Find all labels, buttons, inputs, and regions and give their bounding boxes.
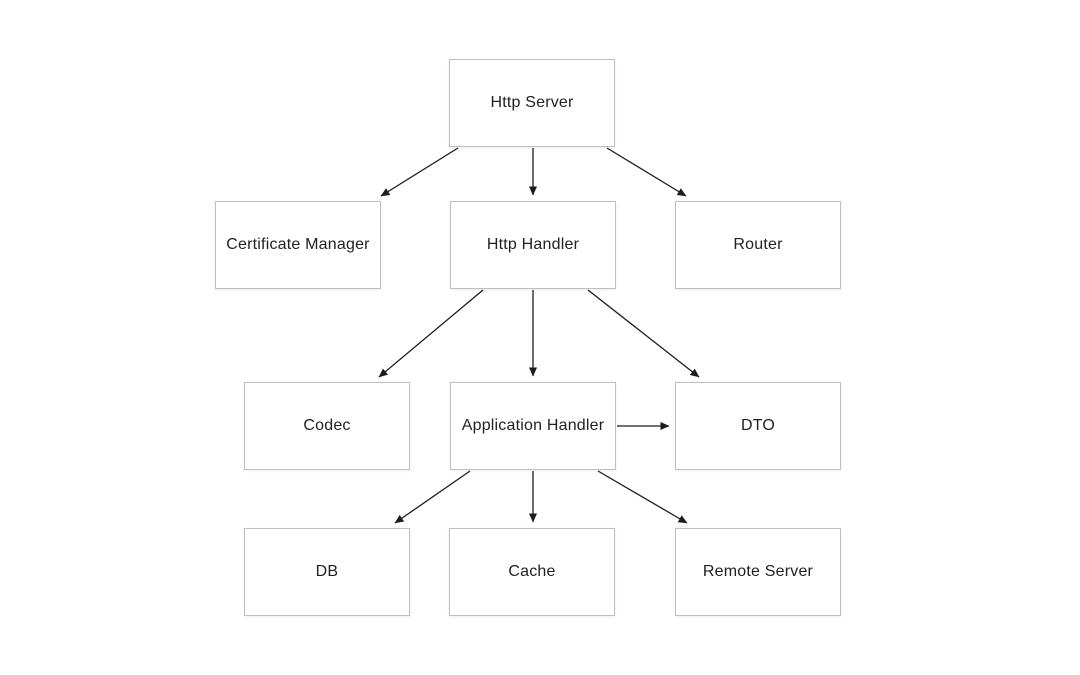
node-cache: Cache xyxy=(449,528,615,616)
node-application-handler: Application Handler xyxy=(450,382,616,470)
node-remote-server-label: Remote Server xyxy=(702,563,814,580)
node-db: DB xyxy=(244,528,410,616)
node-cache-label: Cache xyxy=(508,563,556,580)
node-db-label: DB xyxy=(315,563,339,580)
node-http-server-label: Http Server xyxy=(490,94,574,111)
node-http-handler-label: Http Handler xyxy=(486,236,580,253)
edge-application-handler-to-remote-server xyxy=(597,470,688,524)
node-codec-label: Codec xyxy=(303,417,351,434)
node-remote-server: Remote Server xyxy=(675,528,841,616)
node-http-server: Http Server xyxy=(449,59,615,147)
node-certificate-manager-label: Certificate Manager xyxy=(226,236,370,253)
edge-http-handler-to-dto xyxy=(587,289,700,378)
node-certificate-manager: Certificate Manager xyxy=(215,201,381,289)
node-dto: DTO xyxy=(675,382,841,470)
node-router-label: Router xyxy=(733,236,783,253)
node-dto-label: DTO xyxy=(740,417,776,434)
edge-http-server-to-certificate-manager xyxy=(380,147,459,197)
edge-http-handler-to-codec xyxy=(378,289,484,378)
edge-http-server-to-router xyxy=(606,147,687,197)
node-application-handler-label: Application Handler xyxy=(461,417,605,434)
node-codec: Codec xyxy=(244,382,410,470)
node-http-handler: Http Handler xyxy=(450,201,616,289)
edge-application-handler-to-db xyxy=(394,470,471,524)
node-router: Router xyxy=(675,201,841,289)
